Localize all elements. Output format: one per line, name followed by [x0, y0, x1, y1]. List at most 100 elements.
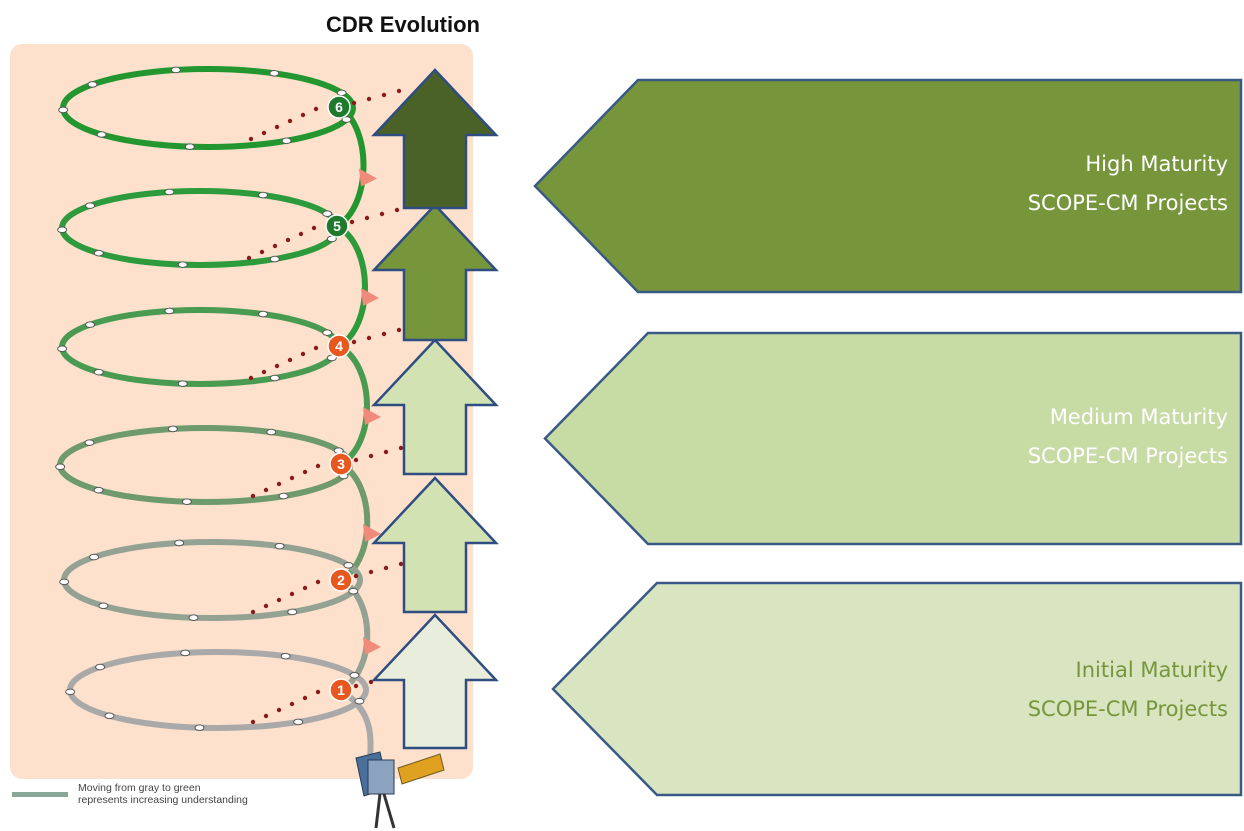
- trail-dot: [250, 609, 256, 615]
- ring-marker: [95, 663, 106, 671]
- stage-circle: [329, 678, 353, 702]
- trail-dot: [263, 603, 269, 609]
- maturity-up-arrow: [371, 613, 499, 750]
- ring-marker: [336, 89, 347, 97]
- trail-dot: [396, 327, 402, 333]
- stage-circle: [327, 95, 351, 119]
- trail-dot: [313, 345, 319, 351]
- ring-marker: [281, 137, 292, 145]
- ring-marker: [188, 614, 199, 622]
- stage-number: 6: [335, 99, 343, 115]
- trail-dot: [353, 573, 359, 579]
- ring-marker: [194, 724, 205, 732]
- ring-marker: [57, 345, 68, 353]
- satellite-icon: [355, 751, 445, 829]
- legend-line-2: represents increasing understanding: [78, 794, 248, 806]
- ring-marker: [348, 587, 359, 595]
- progress-pointer-icon: [363, 407, 381, 425]
- ring-marker: [266, 428, 277, 436]
- maturity-arrows: [371, 68, 499, 750]
- trail-dot: [398, 445, 404, 451]
- initial-maturity-subtitle: SCOPE-CM Projects: [1027, 697, 1228, 721]
- maturity-chevron: [533, 78, 1243, 294]
- maturity-up-arrow: [371, 338, 499, 476]
- spiral-connector: [337, 343, 370, 467]
- trail-dot: [287, 357, 293, 363]
- stage-number: 2: [337, 572, 345, 588]
- maturity-chevrons: [533, 78, 1243, 797]
- trail-dot: [274, 124, 280, 130]
- trail-dot: [300, 351, 306, 357]
- trail-dot: [351, 339, 357, 345]
- spiral-connector: [335, 223, 368, 349]
- trail-dot: [383, 565, 389, 571]
- trail-dot: [287, 118, 293, 124]
- ring-marker: [322, 210, 333, 217]
- ring-marker: [181, 498, 192, 506]
- high-maturity-subtitle: SCOPE-CM Projects: [1027, 191, 1228, 215]
- trail-dot: [368, 453, 374, 459]
- ring-marker: [57, 226, 68, 234]
- trail-dot: [302, 585, 308, 591]
- maturity-chevron: [543, 331, 1243, 546]
- trail-dot: [349, 219, 355, 225]
- trail-dot: [379, 211, 385, 217]
- ring-marker: [65, 688, 76, 696]
- legend-swatch: [12, 792, 68, 797]
- trail-dot: [366, 96, 372, 102]
- ring-marker: [269, 374, 280, 382]
- legend-line-1: Moving from gray to green: [78, 782, 201, 794]
- medium-maturity-label: Medium Maturity SCOPE-CM Projects: [828, 398, 1228, 476]
- progress-pointer-icon: [359, 168, 377, 187]
- trail-dot: [368, 569, 374, 575]
- trail-dot: [351, 100, 357, 106]
- trail-dot: [311, 225, 317, 231]
- trail-dot: [313, 106, 319, 112]
- trail-dot: [263, 713, 269, 719]
- ring-marker: [84, 439, 95, 446]
- stage-circle: [329, 452, 353, 476]
- trail-dot: [364, 215, 370, 221]
- trail-dot: [248, 375, 254, 381]
- trail-dot: [250, 493, 256, 499]
- trail-dot: [302, 695, 308, 701]
- trail-dot: [272, 243, 278, 249]
- trail-dot: [289, 701, 295, 707]
- ring-marker: [180, 649, 191, 657]
- ring-marker: [59, 578, 70, 586]
- ring-marker: [258, 191, 269, 199]
- trail-dot: [396, 88, 402, 94]
- ring-marker: [96, 131, 107, 138]
- legend-text: Moving from gray to green represents inc…: [78, 782, 318, 806]
- maturity-up-arrow: [371, 203, 499, 342]
- ring-marker: [258, 310, 269, 318]
- ring-marker: [287, 608, 298, 616]
- ring-marker: [269, 255, 280, 263]
- maturity-chevron: [551, 581, 1243, 797]
- ring-marker: [89, 553, 100, 561]
- initial-maturity-title: Initial Maturity: [1075, 658, 1228, 682]
- stage-circle: [327, 334, 351, 358]
- ring-marker: [170, 66, 181, 74]
- trail-dot: [315, 689, 321, 695]
- medium-maturity-title: Medium Maturity: [1049, 405, 1228, 429]
- ring-marker: [85, 202, 96, 209]
- trail-dot: [246, 255, 252, 261]
- stage-circle: [325, 214, 349, 238]
- ring-marker: [343, 561, 354, 569]
- ring-marker: [269, 70, 280, 77]
- trail-dot: [315, 579, 321, 585]
- stage-number: 3: [337, 456, 345, 472]
- stage-circle: [329, 568, 353, 592]
- trail-dot: [298, 231, 304, 237]
- ring-marker: [274, 542, 285, 550]
- ring-marker: [93, 486, 104, 494]
- ring-marker: [87, 81, 98, 88]
- trail-dot: [248, 136, 254, 142]
- trail-dot: [276, 481, 282, 487]
- ring-marker: [184, 143, 195, 150]
- ring-marker: [58, 106, 69, 114]
- trail-dot: [398, 561, 404, 567]
